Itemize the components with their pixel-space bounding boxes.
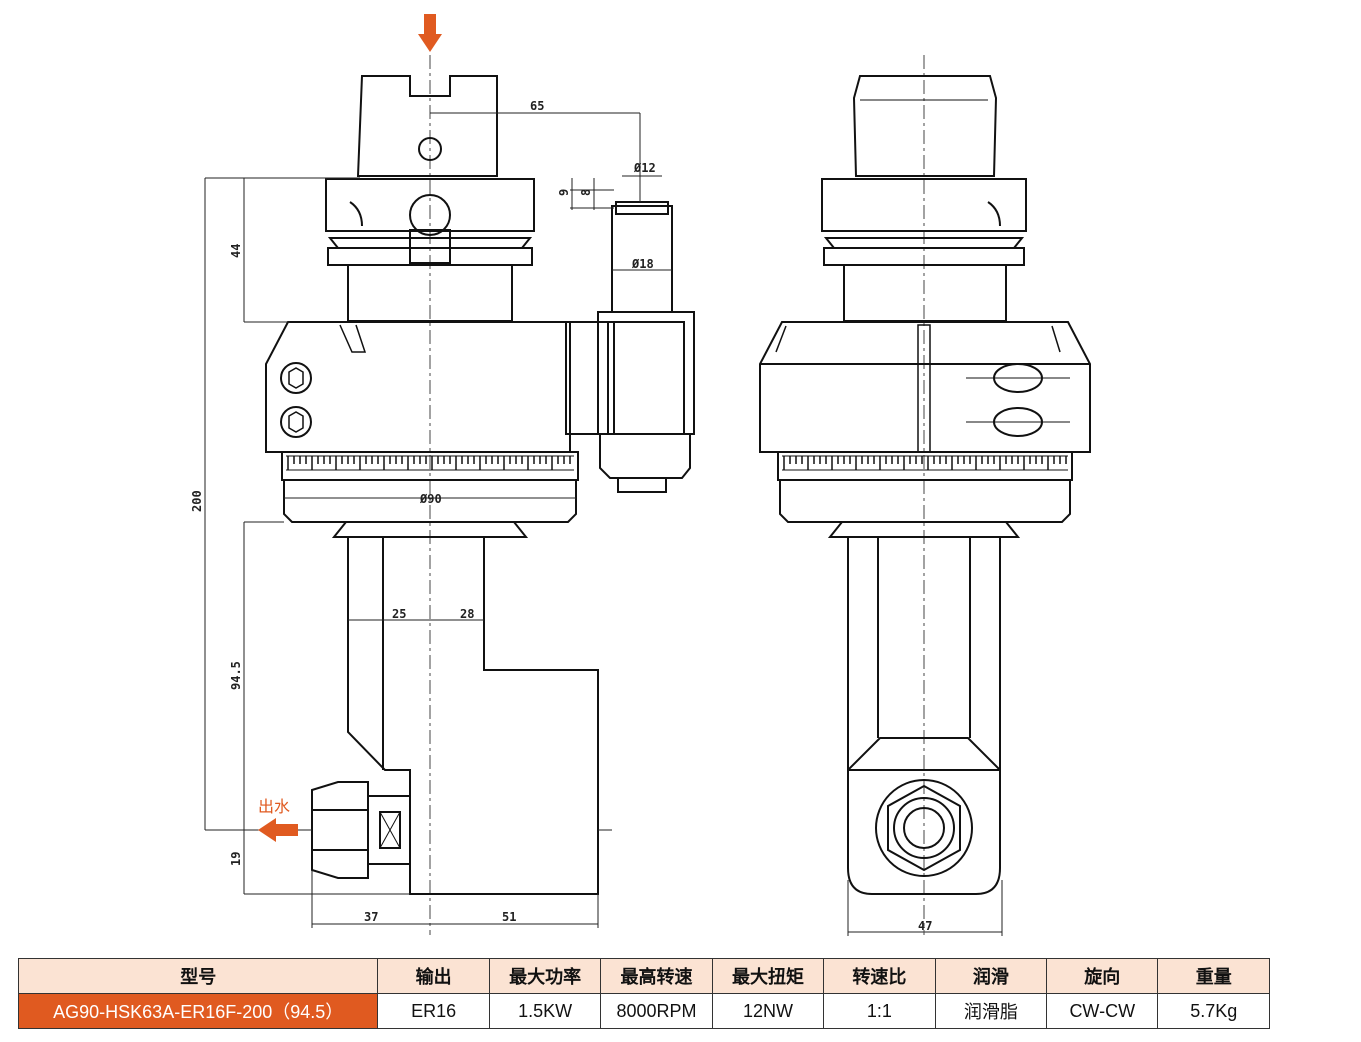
dim-94-5: 94.5	[229, 661, 243, 690]
input-arrow-icon	[418, 14, 442, 52]
header-speed-ratio: 转速比	[823, 958, 936, 994]
dim-19: 19	[229, 852, 243, 866]
header-max-speed: 最高转速	[600, 958, 713, 994]
header-max-power: 最大功率	[488, 958, 602, 994]
header-rotation: 旋向	[1046, 958, 1159, 994]
header-max-torque: 最大扭矩	[711, 958, 825, 994]
header-model: 型号	[17, 958, 379, 994]
cell-output: ER16	[377, 993, 490, 1029]
dim-47: 47	[918, 919, 932, 933]
technical-drawing: 65 Ø12 9 8 Ø18 44 200 Ø90 25 28 94.5 19 …	[190, 14, 1091, 936]
table-row: AG90-HSK63A-ER16F-200（94.5） ER16 1.5KW 8…	[17, 993, 1270, 1029]
cell-max-power: 1.5KW	[488, 993, 602, 1029]
dim-phi18: Ø18	[631, 257, 654, 271]
dim-44: 44	[229, 244, 243, 258]
cell-speed-ratio: 1:1	[823, 993, 936, 1029]
water-outlet-arrow-icon	[258, 818, 298, 842]
cell-lubrication: 润滑脂	[934, 993, 1048, 1029]
spec-table: 型号 输出 最大功率 最高转速 最大扭矩 转速比 润滑 旋向 重量 AG90-H…	[17, 958, 1270, 1029]
cell-max-torque: 12NW	[711, 993, 825, 1029]
side-view	[759, 55, 1091, 935]
header-lubrication: 润滑	[934, 958, 1048, 994]
cell-rotation: CW-CW	[1046, 993, 1159, 1029]
cell-weight: 5.7Kg	[1157, 993, 1270, 1029]
dim-25: 25	[392, 607, 406, 621]
dim-37: 37	[364, 910, 378, 924]
header-output: 输出	[377, 958, 490, 994]
dim-phi12: Ø12	[633, 161, 656, 175]
header-weight: 重量	[1157, 958, 1270, 994]
dim-phi90: Ø90	[419, 492, 442, 506]
dim-200: 200	[190, 490, 204, 512]
dim-9: 9	[557, 189, 571, 196]
dim-51: 51	[502, 910, 516, 924]
dim-28: 28	[460, 607, 474, 621]
dim-65: 65	[530, 99, 544, 113]
cell-model: AG90-HSK63A-ER16F-200（94.5）	[17, 993, 379, 1029]
cell-max-speed: 8000RPM	[600, 993, 713, 1029]
table-header-row: 型号 输出 最大功率 最高转速 最大扭矩 转速比 润滑 旋向 重量	[17, 958, 1270, 994]
dimension-lines	[204, 112, 1003, 936]
front-view	[265, 55, 695, 935]
water-outlet-label: 出水	[258, 797, 290, 816]
dim-8: 8	[579, 189, 593, 196]
